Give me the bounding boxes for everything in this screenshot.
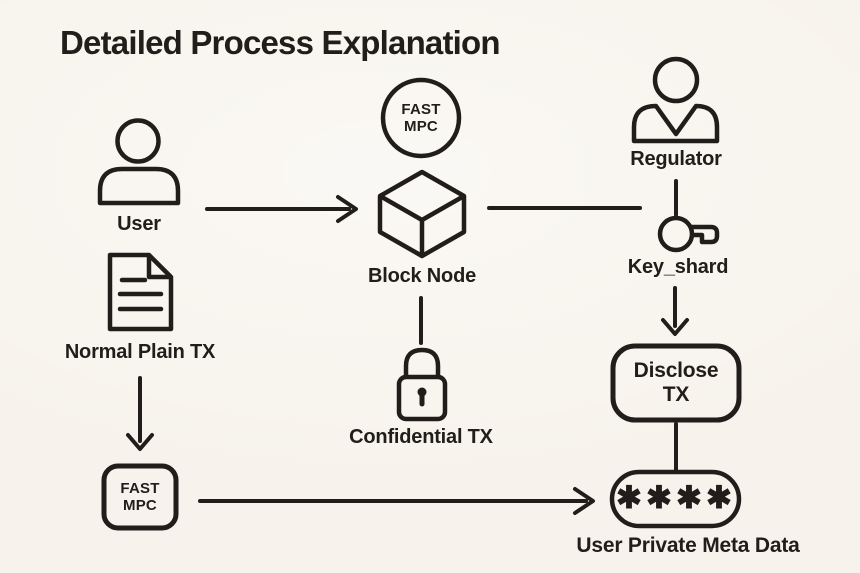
person-vneck-icon: [631, 56, 720, 144]
masked-data-asterisks: ✱✱✱✱: [616, 480, 736, 515]
confidential-tx-label: Confidential TX: [349, 426, 493, 448]
fast-mpc-box: [101, 463, 179, 531]
page-title: Detailed Process Explanation: [60, 24, 501, 61]
key-shard-label: Key_shard: [627, 256, 729, 278]
metadata-pill: [609, 469, 742, 529]
document-icon: [107, 252, 174, 332]
regulator-label: Regulator: [630, 148, 722, 170]
disclose-tx-text: Disclose TX: [634, 359, 719, 407]
fast-mpc-circle-line1: FAST: [401, 101, 441, 118]
disclose-tx-box: [610, 343, 742, 423]
lock-icon: [396, 347, 448, 422]
disclose-tx-line1: Disclose: [633, 359, 719, 382]
key-icon: [657, 215, 720, 253]
arrow-fastmpc-to-metadata: [198, 487, 595, 515]
fast-mpc-circle-text: FAST MPC: [401, 101, 440, 135]
block-node-label: Block Node: [367, 265, 477, 287]
user-label: User: [117, 213, 161, 235]
user-private-meta-data-label: User Private Meta Data: [576, 534, 800, 557]
fast-mpc-circle-line2: MPC: [404, 118, 438, 135]
arrow-normaltx-to-fastmpc: [126, 376, 154, 451]
disclose-tx-line2: TX: [662, 383, 690, 406]
cube-icon: [377, 169, 467, 259]
fast-mpc-box-text: FAST MPC: [120, 480, 159, 514]
normal-plain-tx-label: Normal Plain TX: [64, 341, 216, 363]
arrow-keyshard-to-disclose: [661, 286, 689, 336]
arrow-user-to-blocknode: [205, 195, 358, 223]
fast-mpc-box-line2: MPC: [123, 497, 157, 514]
person-icon: [97, 118, 181, 206]
fast-mpc-circle-icon: [380, 77, 462, 159]
fast-mpc-box-line1: FAST: [120, 480, 160, 497]
